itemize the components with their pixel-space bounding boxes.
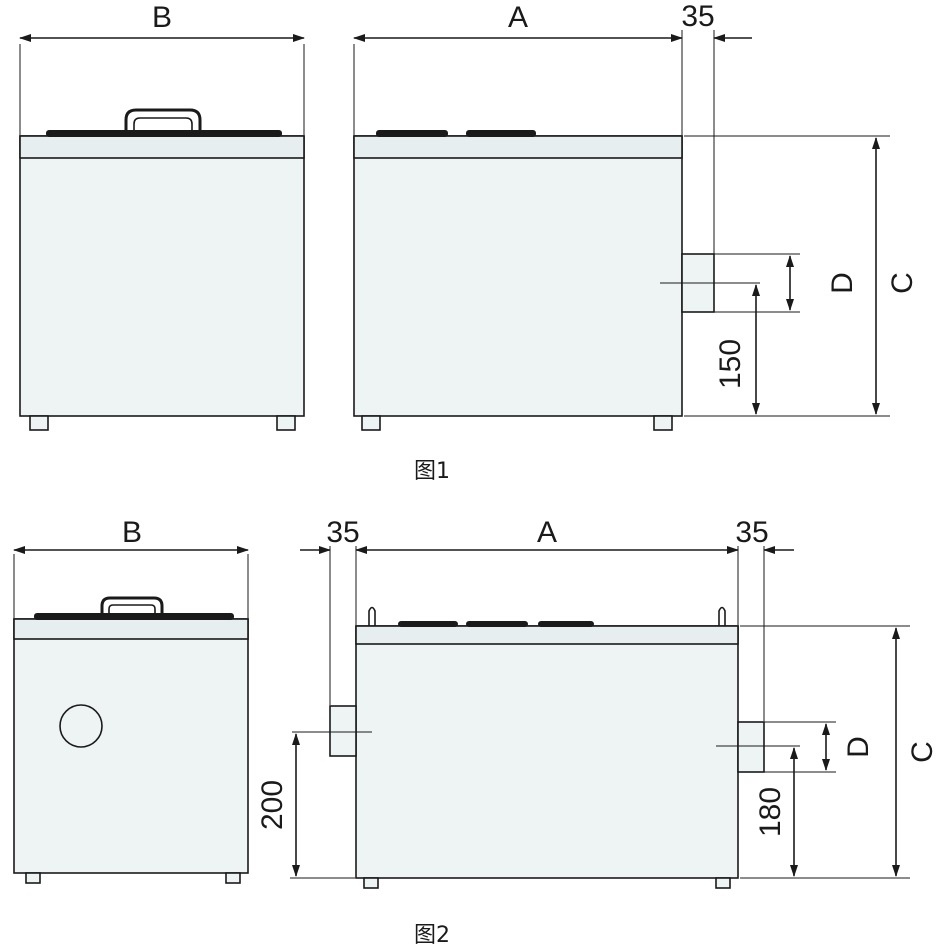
fig2-lift-hook-left (368, 606, 376, 626)
fig2-dim-a-label: A (537, 516, 557, 549)
fig1-side-lid-bump-right (466, 130, 536, 137)
fig1-side-foot-right (653, 415, 673, 431)
fig2-front-foot-left (25, 872, 41, 884)
fig2-side-view: A 35 35 200 180 D C (256, 516, 939, 889)
fig2-side-lid-bump-left (398, 621, 458, 627)
fig1-dim-a-label: A (508, 1, 528, 34)
fig2-dim-180-label: 180 (754, 787, 787, 837)
fig1-front-view: B (19, 1, 305, 431)
fig1-side-lid-bump-left (376, 130, 448, 137)
fig2-front-lid-ribs (34, 613, 234, 620)
fig2-carry-handle (100, 596, 164, 617)
fig1-carry-handle (124, 108, 202, 134)
fig1-dim-c-label: C (886, 272, 919, 294)
fig2-lift-hook-right (718, 606, 726, 626)
fig2-caption: 图2 (414, 923, 450, 948)
fig2-front-foot-right (225, 872, 241, 884)
fig1-dim-35-label: 35 (681, 0, 714, 33)
fig1-side-foot-left (361, 415, 381, 431)
fig2-side-lid-bump-right (538, 621, 594, 627)
fig2-side-foot-right (715, 877, 731, 889)
fig2-side-lid-bump-mid (466, 621, 528, 627)
fig2-dim-35-right-label: 35 (735, 516, 768, 549)
fig2-inlet-pipe (329, 705, 357, 757)
fig2-dim-c-label: C (906, 741, 939, 763)
fig1-front-foot-right (276, 415, 296, 431)
fig1-front-lid-ribs (46, 130, 282, 137)
fig2-dim-d-label: D (842, 736, 875, 758)
fig2-outlet-pipe (737, 721, 765, 773)
fig1-caption: 图1 (414, 459, 450, 484)
fig1-dim-b-label: B (152, 1, 172, 34)
fig1-front-foot-left (29, 415, 49, 431)
fig2-dim-35-left-label: 35 (326, 516, 359, 549)
fig2-inlet-port (59, 704, 103, 748)
fig2-side-foot-left (363, 877, 379, 889)
fig2-dim-b-label: B (122, 516, 142, 549)
fig1-dim-150-label: 150 (714, 339, 747, 389)
fig2-front-view: B (13, 516, 249, 884)
fig1-dim-d-label: D (826, 272, 859, 294)
figure-1: B A 35 D (19, 0, 919, 484)
fig1-side-view: A 35 D 150 C (353, 0, 919, 431)
figure-2: B A (13, 516, 939, 948)
fig2-dim-200-label: 200 (256, 780, 289, 830)
